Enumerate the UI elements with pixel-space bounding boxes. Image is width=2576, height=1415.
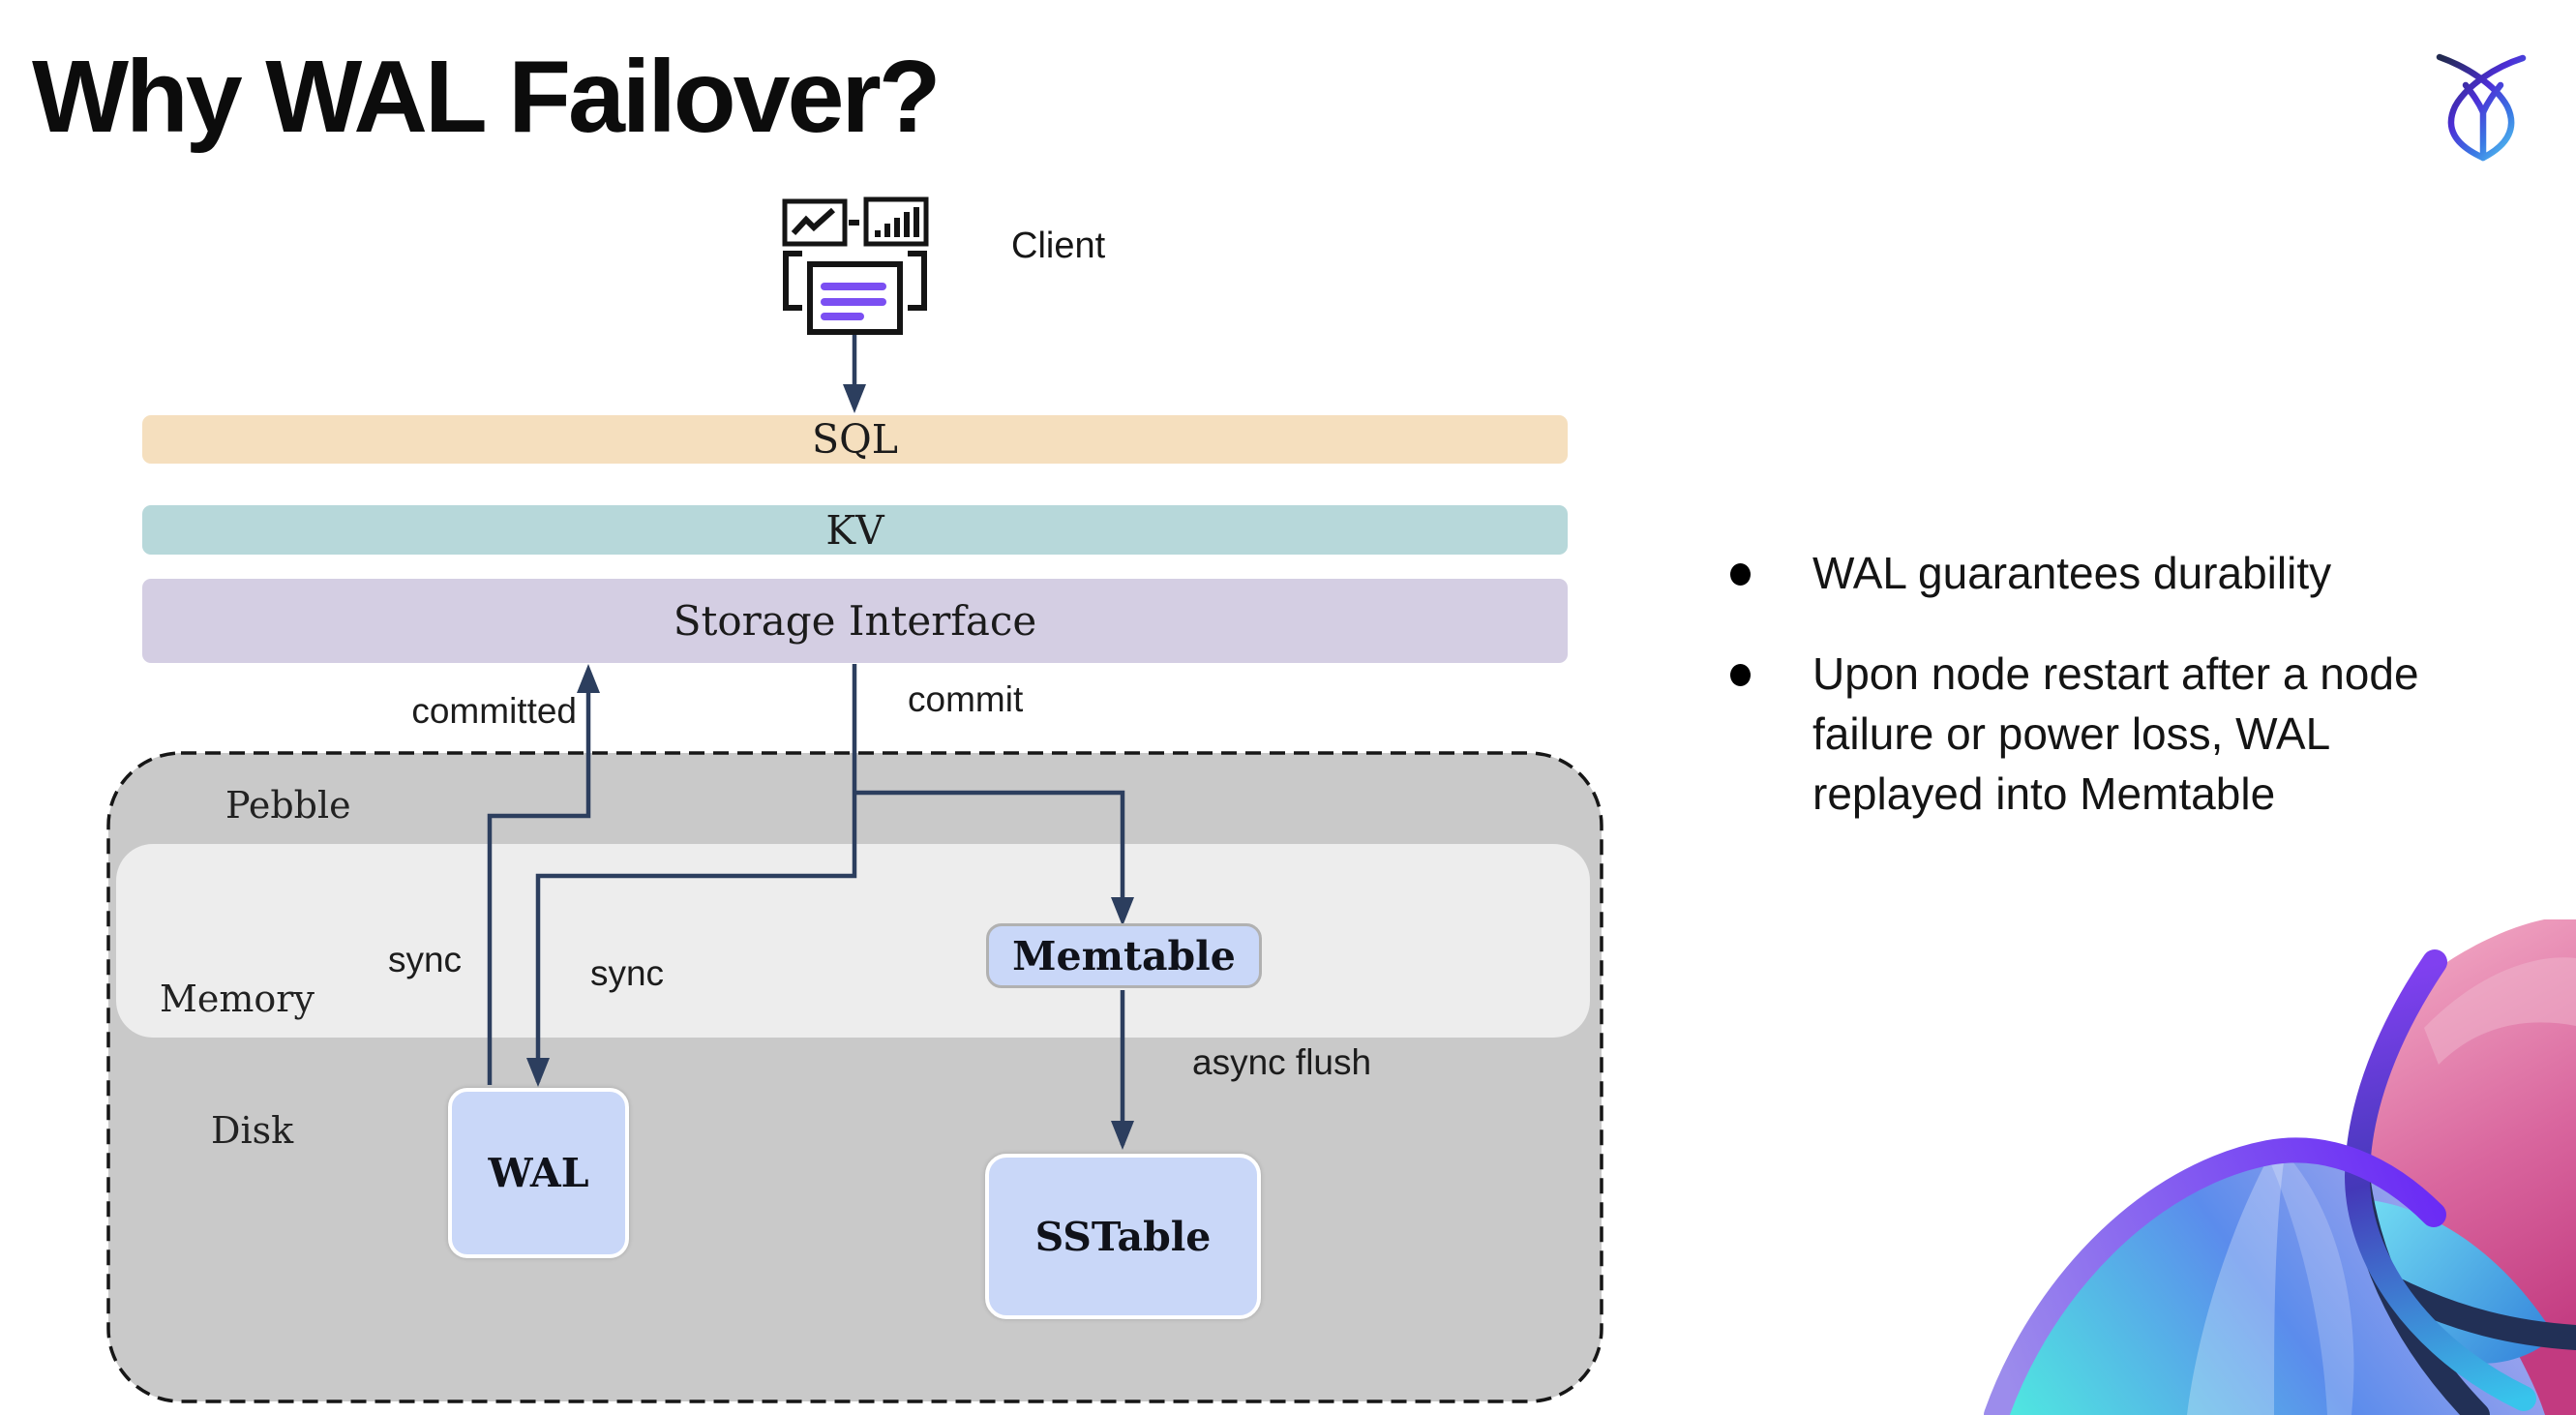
edge-label-committed: committed [411, 691, 577, 731]
layer-bar-kv: KV [142, 505, 1568, 555]
line-chart-icon [782, 198, 848, 247]
client-icon [782, 196, 929, 335]
edge-label-sync-left: sync [387, 940, 463, 979]
bullet-text: Upon node restart after a node failure o… [1812, 648, 2419, 819]
layer-bar-kv-label: KV [825, 506, 884, 554]
page-title: Why WAL Failover? [32, 40, 942, 154]
wal-node-label: WAL [488, 1150, 589, 1196]
edge-label-sync-right: sync [589, 953, 665, 993]
arrow-lines [487, 335, 1125, 1145]
bracket-frame-icon [783, 251, 927, 311]
bullet-text: WAL guarantees durability [1812, 548, 2332, 598]
edge-label-commit: commit [908, 679, 1024, 719]
document-text-lines [821, 283, 886, 320]
bullet-item: Upon node restart after a node failure o… [1728, 644, 2471, 824]
bullet-dot-icon [1730, 664, 1751, 686]
disk-label: Disk [211, 1109, 294, 1152]
bullet-item: WAL guarantees durability [1728, 543, 2471, 603]
memory-label: Memory [160, 978, 315, 1020]
wal-node: WAL [448, 1088, 629, 1258]
sstable-node: SSTable [985, 1154, 1261, 1319]
memtable-node: Memtable [986, 923, 1262, 988]
edge-label-async-flush: async flush [1192, 1042, 1372, 1082]
layer-bar-sql: SQL [142, 415, 1568, 464]
sstable-node-label: SSTable [1034, 1213, 1212, 1260]
pebble-label: Pebble [225, 784, 351, 827]
layer-bar-sql-label: SQL [812, 416, 898, 463]
cockroachdb-brand-graphic [1984, 919, 2576, 1415]
bullet-dot-icon [1730, 563, 1751, 586]
client-label: Client [1011, 226, 1106, 266]
memtable-node-label: Memtable [1012, 932, 1236, 979]
layer-bar-storage-label: Storage Interface [673, 597, 1037, 645]
layer-bar-storage: Storage Interface [142, 579, 1568, 663]
cockroachdb-logo-icon [2436, 53, 2527, 162]
arrow-heads [526, 384, 1134, 1150]
